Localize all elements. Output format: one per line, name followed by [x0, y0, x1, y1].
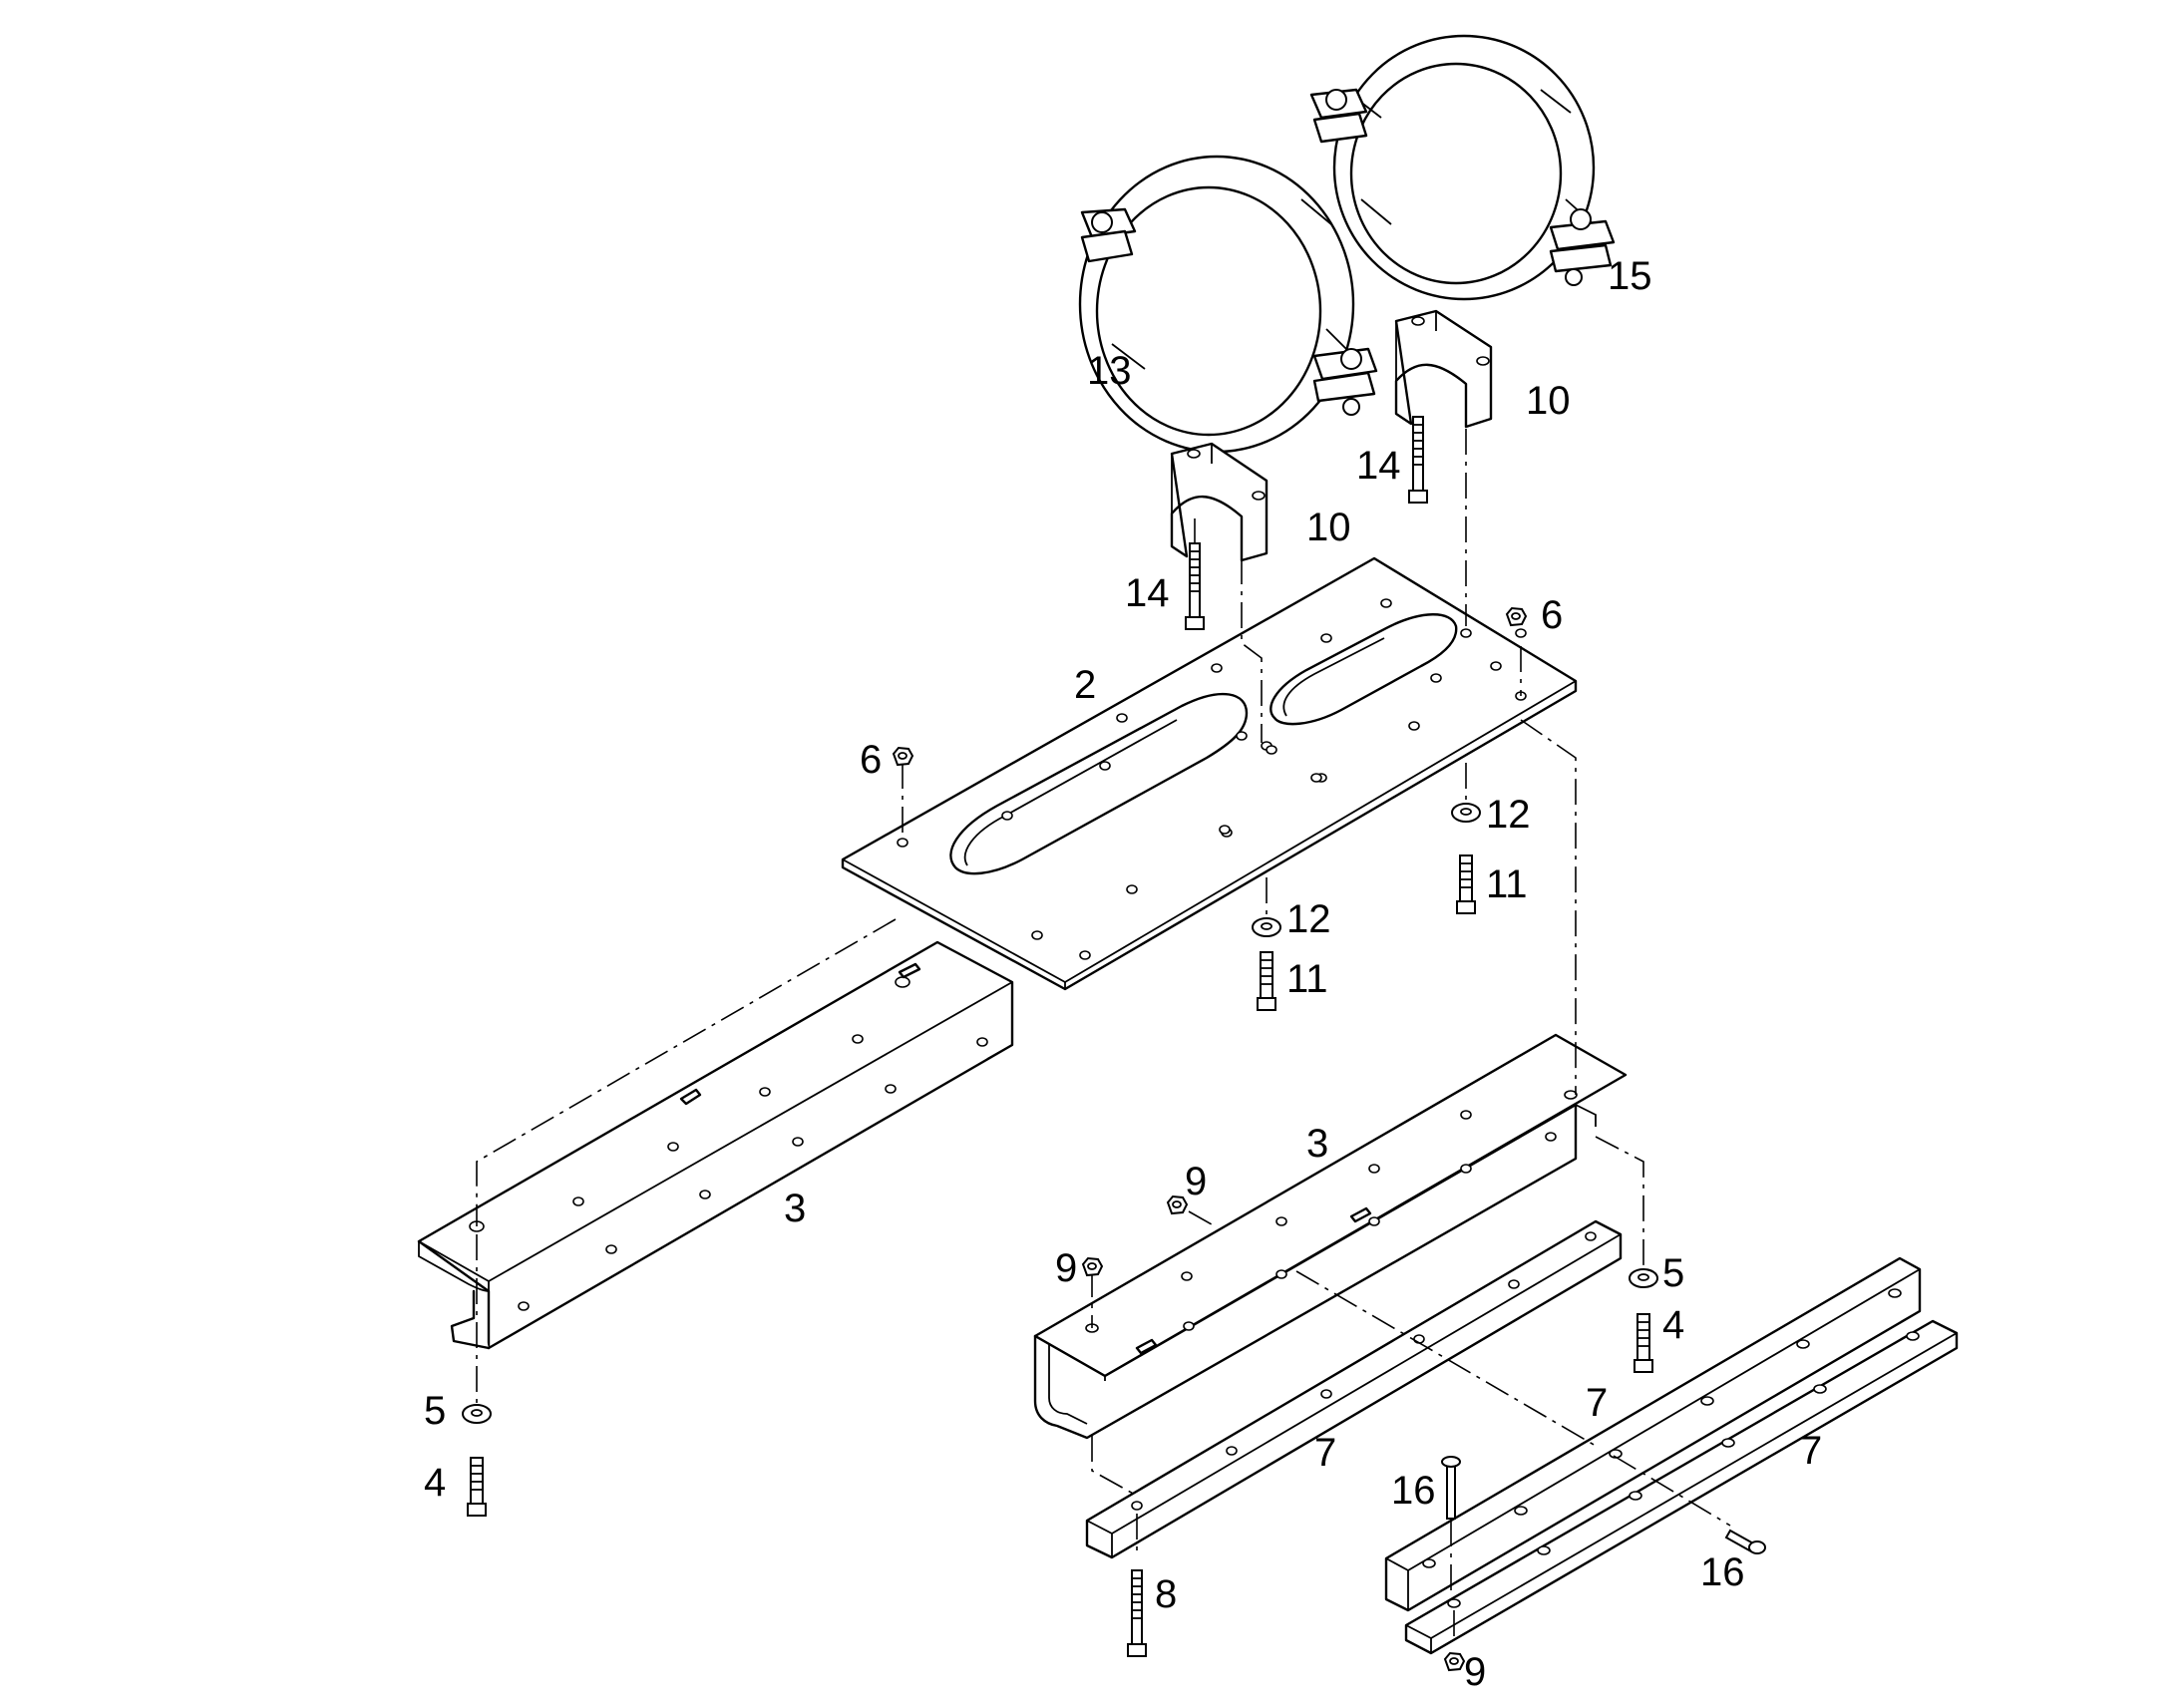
- channel-3-right: [1033, 1033, 1628, 1440]
- callout-14-left: 14: [1125, 571, 1170, 615]
- bolt-11-right: [1456, 854, 1476, 914]
- bolt-4-left: [467, 1457, 487, 1517]
- nut-6-left: [893, 747, 913, 766]
- strip-7-right-upper: [1384, 1256, 1922, 1612]
- strip-upper-holes: [1422, 1288, 1902, 1568]
- channel-3-left: [417, 940, 1014, 1350]
- strip-7-right-lower: [1404, 1319, 1959, 1655]
- callout-10-left: 10: [1306, 506, 1351, 549]
- screw-16-vertical: [1441, 1456, 1461, 1520]
- callout-7-c: 7: [1800, 1429, 1822, 1473]
- callout-9-b: 9: [1055, 1246, 1077, 1290]
- callout-6-left: 6: [860, 738, 882, 782]
- callout-11-right: 11: [1486, 862, 1528, 906]
- callout-9-c: 9: [1464, 1650, 1486, 1694]
- channel-left-holes: [518, 1034, 988, 1311]
- callout-8: 8: [1155, 1572, 1177, 1616]
- callout-4-right: 4: [1662, 1303, 1684, 1347]
- callout-3-right: 3: [1306, 1122, 1328, 1166]
- washer-5-right: [1629, 1268, 1658, 1288]
- washer-5-left: [462, 1404, 492, 1424]
- callout-6-right: 6: [1541, 593, 1563, 637]
- saddle-block-10-left: [1170, 442, 1269, 562]
- nut-9-c: [1444, 1652, 1465, 1671]
- strip-left-holes: [1131, 1231, 1597, 1511]
- nut-6-right: [1506, 607, 1527, 626]
- callout-15: 15: [1608, 254, 1652, 298]
- channel-right-holes: [1181, 1110, 1557, 1331]
- callout-11-left: 11: [1286, 957, 1328, 1001]
- callout-4-left: 4: [424, 1461, 446, 1505]
- bolt-8: [1127, 1569, 1147, 1657]
- nut-9-b: [1082, 1257, 1103, 1276]
- plate-holes: [897, 598, 1527, 960]
- callout-labels: 2 3 3 4 4 5 5 6 6 7 7 7 8 9 9 9 10 10 11…: [424, 254, 1822, 1694]
- washer-12-left: [1252, 917, 1281, 937]
- strip-lower-holes: [1447, 1331, 1920, 1608]
- bolt-4-right: [1634, 1313, 1653, 1373]
- bolt-14-right: [1408, 416, 1428, 504]
- callout-3-left: 3: [784, 1187, 806, 1230]
- bolt-11-left: [1257, 951, 1276, 1011]
- strip-7-left: [1085, 1219, 1623, 1559]
- callout-5-left: 5: [424, 1389, 446, 1433]
- callout-5-right: 5: [1662, 1251, 1684, 1295]
- callout-9-a: 9: [1185, 1160, 1207, 1203]
- callout-7-a: 7: [1314, 1431, 1336, 1475]
- pipe-clamp-15: [1309, 34, 1616, 301]
- callout-7-b: 7: [1586, 1381, 1608, 1425]
- callout-16-a: 16: [1391, 1469, 1436, 1513]
- pipe-clamp-13: [1078, 155, 1378, 454]
- washer-12-right: [1451, 803, 1481, 823]
- callout-10-right: 10: [1526, 379, 1571, 423]
- screw-16-angled: [1724, 1529, 1766, 1554]
- hardware: [462, 416, 1766, 1671]
- bolt-14-left: [1185, 542, 1205, 630]
- callout-12-left: 12: [1286, 897, 1331, 941]
- assembly-center-lines: [476, 429, 1731, 1640]
- callout-14-right: 14: [1356, 444, 1401, 488]
- base-plate-2: [841, 556, 1578, 991]
- callout-2: 2: [1074, 663, 1096, 707]
- saddle-block-10-right: [1394, 309, 1493, 429]
- callout-16-b: 16: [1700, 1550, 1745, 1594]
- callout-13: 13: [1087, 349, 1132, 393]
- callout-12-right: 12: [1486, 793, 1531, 837]
